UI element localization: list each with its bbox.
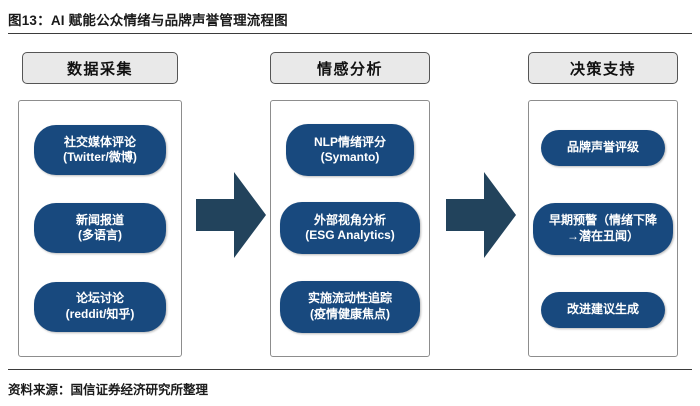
- right-arrow-icon-2: [446, 172, 516, 263]
- node-line-primary: 社交媒体评论: [63, 134, 136, 149]
- node-line-primary: 改进建议生成: [566, 301, 639, 316]
- right-arrow-icon-1: [196, 172, 266, 263]
- node-line-secondary: (疫情健康焦点): [310, 306, 390, 321]
- column-header-data-collection: 数据采集: [22, 52, 178, 84]
- node-line-secondary: (reddit/知乎): [65, 306, 135, 321]
- node-nlp-sentiment-score[interactable]: NLP情绪评分 (Symanto): [286, 124, 414, 177]
- source-divider-rule: [8, 369, 692, 370]
- node-line-primary: NLP情绪评分: [313, 134, 386, 149]
- column-header-sentiment-analysis: 情感分析: [270, 52, 430, 84]
- node-line-secondary: →潜在丑闻）: [566, 228, 639, 243]
- node-line-secondary: (ESG Analytics): [305, 228, 395, 243]
- node-forum-discussions[interactable]: 论坛讨论 (reddit/知乎): [34, 281, 166, 332]
- node-line-primary: 早期预警（情绪下降: [548, 213, 657, 228]
- column-header-label: 情感分析: [316, 60, 383, 78]
- node-line-primary: 实施流动性追踪: [307, 291, 392, 306]
- title-divider-rule: [8, 33, 692, 34]
- node-brand-reputation-rating[interactable]: 品牌声誉评级: [541, 129, 665, 166]
- node-line-secondary: (Twitter/微博): [63, 150, 137, 165]
- node-external-perspective-analysis[interactable]: 外部视角分析 (ESG Analytics): [280, 202, 420, 255]
- node-liquidity-tracking[interactable]: 实施流动性追踪 (疫情健康焦点): [280, 280, 420, 333]
- node-social-media-comments[interactable]: 社交媒体评论 (Twitter/微博): [34, 125, 166, 176]
- node-line-primary: 外部视角分析: [313, 213, 386, 228]
- node-line-secondary: (多语言): [78, 228, 122, 243]
- node-line-primary: 品牌声誉评级: [566, 139, 639, 154]
- node-news-reports[interactable]: 新闻报道 (多语言): [34, 203, 166, 254]
- column-header-label: 决策支持: [569, 60, 636, 78]
- node-line-primary: 论坛讨论: [75, 291, 124, 306]
- column-body-decision-support: 品牌声誉评级 早期预警（情绪下降 →潜在丑闻） 改进建议生成: [528, 100, 678, 357]
- node-line-secondary: (Symanto): [320, 150, 380, 165]
- column-header-decision-support: 决策支持: [528, 52, 678, 84]
- node-improvement-suggestions[interactable]: 改进建议生成: [541, 291, 665, 328]
- column-body-sentiment-analysis: NLP情绪评分 (Symanto) 外部视角分析 (ESG Analytics)…: [270, 100, 430, 357]
- figure-title: 图13：AI 赋能公众情绪与品牌声誉管理流程图: [8, 13, 288, 28]
- source-note: 资料来源：国信证券经济研究所整理: [8, 383, 209, 397]
- node-early-warning[interactable]: 早期预警（情绪下降 →潜在丑闻）: [533, 202, 673, 255]
- column-header-label: 数据采集: [66, 60, 133, 78]
- node-line-primary: 新闻报道: [75, 213, 124, 228]
- column-body-data-collection: 社交媒体评论 (Twitter/微博) 新闻报道 (多语言) 论坛讨论 (red…: [18, 100, 182, 357]
